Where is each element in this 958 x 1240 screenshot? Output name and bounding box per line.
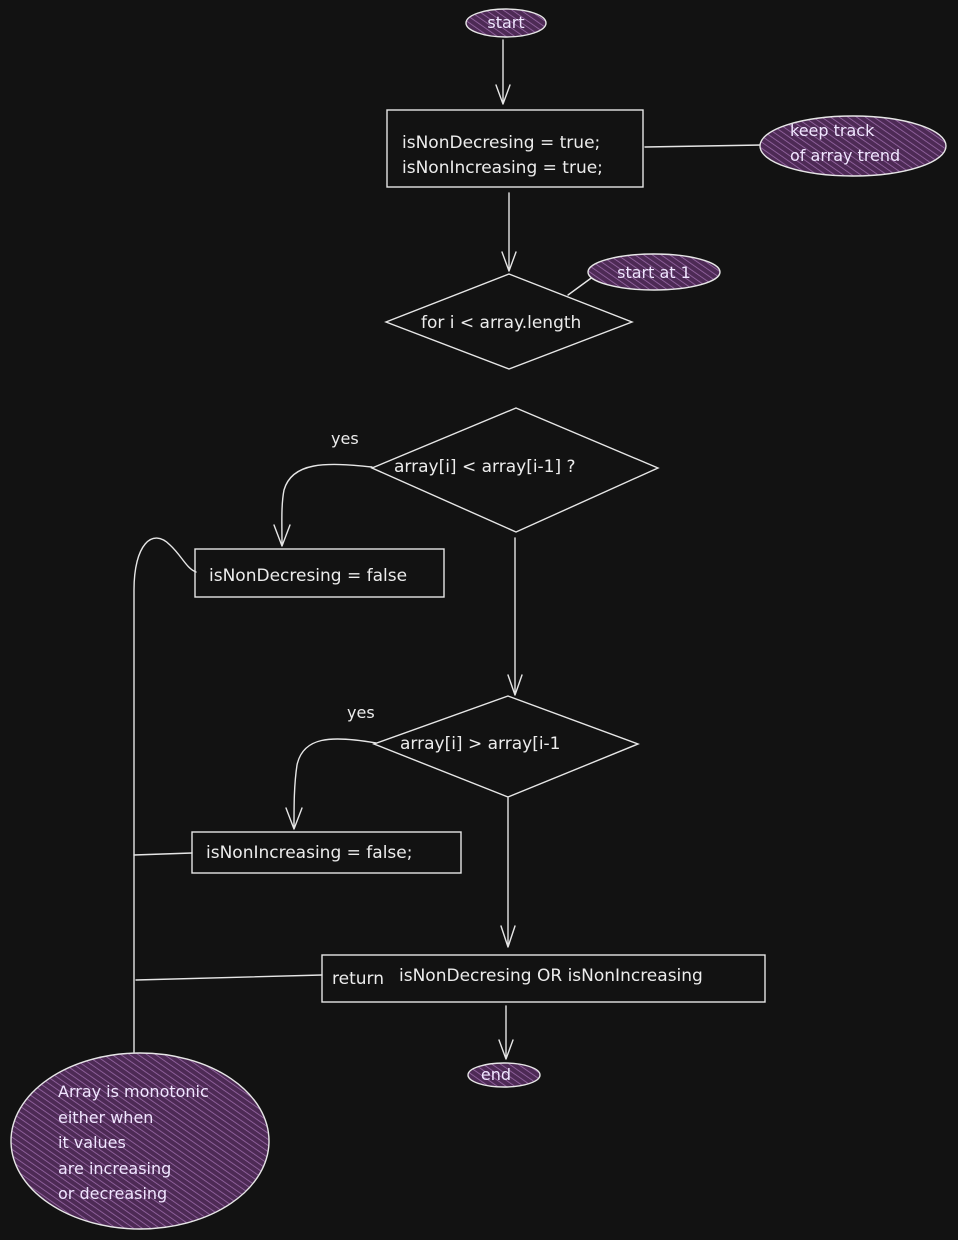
line-loop-to-start-note <box>567 275 595 296</box>
trend-note-ellipse <box>759 115 947 177</box>
loop-label: for i < array.length <box>421 313 581 333</box>
decision-less-diamond <box>370 407 660 533</box>
start-node: start <box>465 8 547 38</box>
init-line-2: isNonIncreasing = true; <box>402 158 603 178</box>
monotonic-line-3: it values <box>58 1133 126 1152</box>
arrowhead-less-to-greater <box>507 674 523 696</box>
loop-diamond <box>384 273 634 370</box>
line-left-spine <box>133 537 197 1053</box>
arrowhead-greater-yes <box>285 807 303 830</box>
return-box: return isNonDecresing OR isNonIncreasing <box>321 954 766 1003</box>
set-nonincreasing-rect <box>191 831 462 874</box>
yes-label-less: yes <box>331 429 359 448</box>
line-init-to-trend-note <box>644 144 763 148</box>
decision-less-label: array[i] < array[i-1] ? <box>394 457 576 477</box>
monotonic-line-1: Array is monotonic <box>58 1082 209 1101</box>
monotonic-note-ellipse <box>10 1052 270 1230</box>
return-expression: isNonDecresing OR isNonIncreasing <box>399 966 703 986</box>
arrow-greater-yes <box>293 738 377 829</box>
end-label: end <box>481 1065 511 1084</box>
monotonic-note: Array is monotonic either when it values… <box>10 1052 270 1230</box>
monotonic-line-4: are increasing <box>58 1159 171 1178</box>
set-nondecreasing-label: isNonDecresing = false <box>209 566 407 586</box>
connectors <box>133 39 763 1060</box>
arrowhead-less-yes <box>273 524 291 547</box>
return-keyword: return <box>332 969 384 989</box>
start-label: start <box>487 13 524 32</box>
line-spine-to-return <box>135 974 323 981</box>
set-nondecreasing-box: isNonDecresing = false <box>194 548 445 598</box>
init-line-1: isNonDecresing = true; <box>402 133 600 153</box>
monotonic-line-2: either when <box>58 1108 153 1127</box>
trend-note: keep track of array trend <box>759 115 947 177</box>
decision-greater-label: array[i] > array[i-1 <box>400 734 561 754</box>
end-node: end <box>467 1062 541 1088</box>
arrowhead-greater-to-return <box>500 925 516 948</box>
loop-start-label: start at 1 <box>617 263 691 282</box>
init-rect <box>386 109 644 188</box>
start-ellipse <box>465 8 547 38</box>
monotonic-line-5: or decreasing <box>58 1184 167 1203</box>
arrowhead-return-to-end <box>498 1039 514 1060</box>
loop-start-ellipse <box>587 253 721 291</box>
trend-note-line-1: keep track <box>790 121 875 140</box>
loop-start-note: start at 1 <box>587 253 721 291</box>
set-nonincreasing-box: isNonIncreasing = false; <box>191 831 462 874</box>
decision-greater-diamond <box>372 695 640 798</box>
arrowhead-start-to-init <box>495 84 511 105</box>
decision-less: array[i] < array[i-1] ? yes <box>331 407 660 533</box>
init-box: isNonDecresing = true; isNonIncreasing =… <box>386 109 644 188</box>
set-nondecreasing-rect <box>194 548 445 598</box>
loop-decision: for i < array.length <box>384 273 634 370</box>
set-nonincreasing-label: isNonIncreasing = false; <box>206 843 412 863</box>
decision-greater: array[i] > array[i-1 yes <box>347 695 640 798</box>
arrowhead-init-to-loop <box>501 251 517 272</box>
arrow-less-yes <box>281 463 373 546</box>
line-spine-to-nonincreasing <box>133 852 193 856</box>
trend-note-line-2: of array trend <box>790 146 900 165</box>
end-ellipse <box>467 1062 541 1088</box>
return-rect <box>321 954 766 1003</box>
yes-label-greater: yes <box>347 703 375 722</box>
